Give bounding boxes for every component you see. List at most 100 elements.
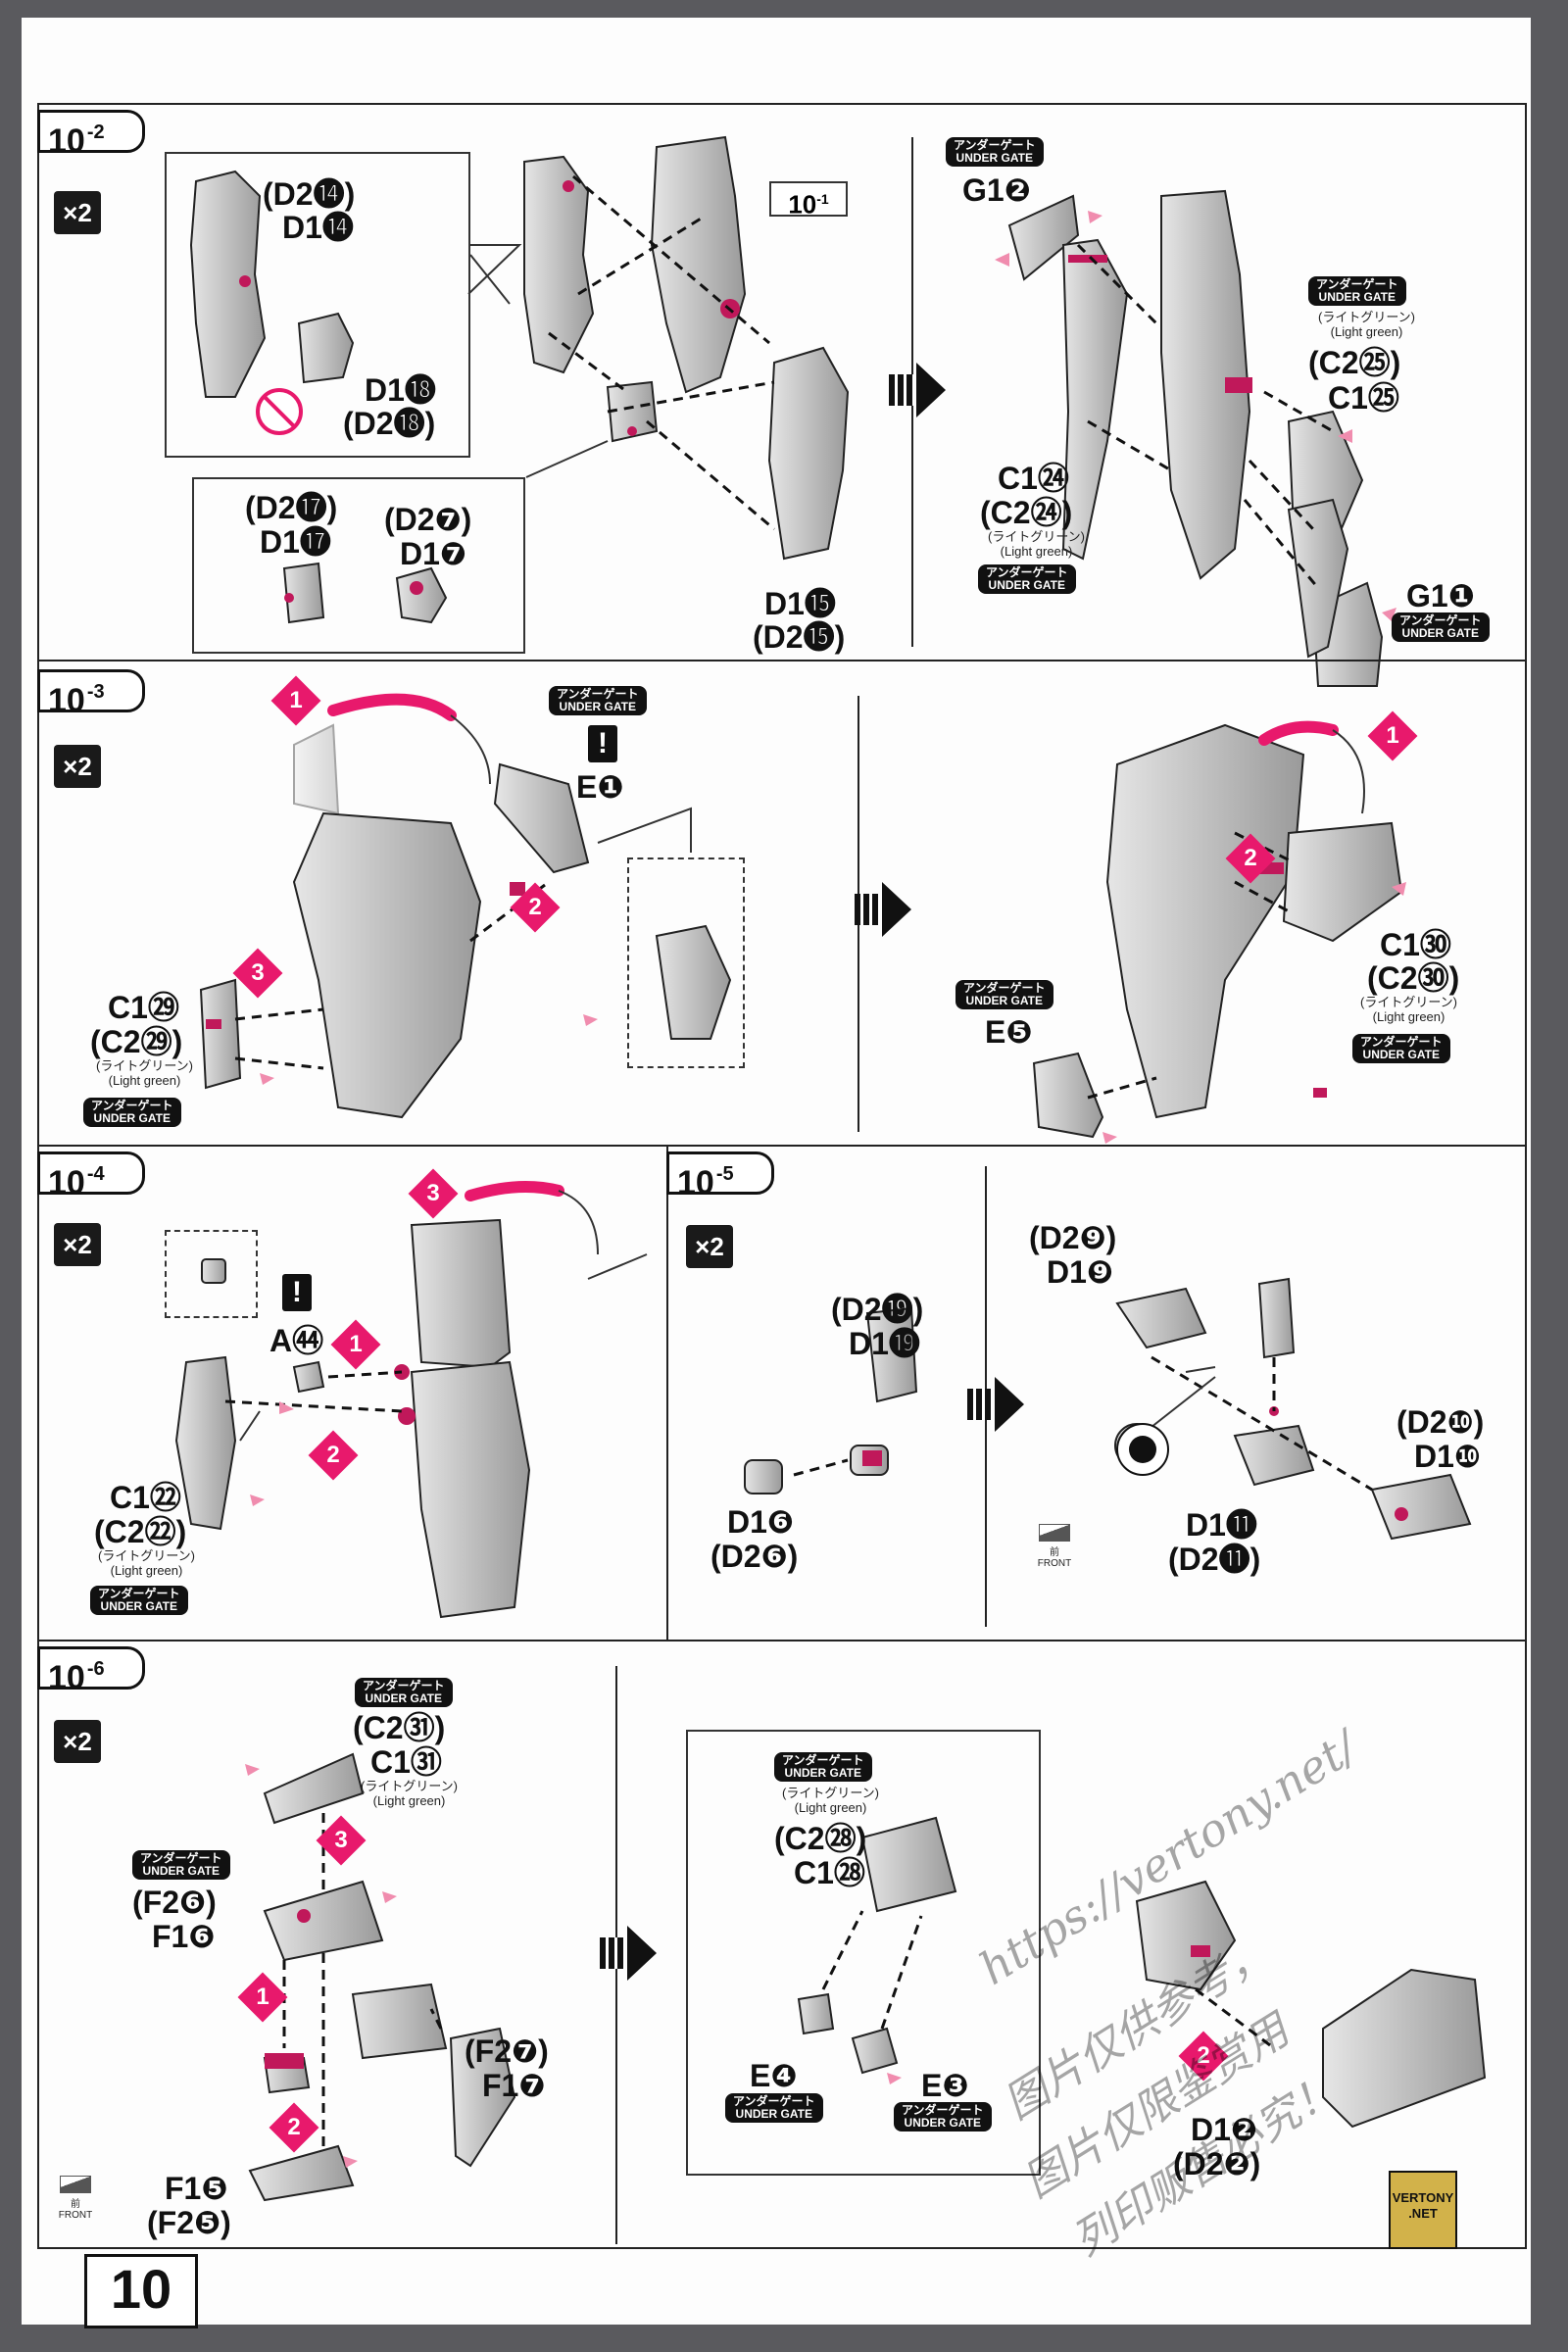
part-label: F1❺ bbox=[165, 2171, 227, 2206]
part-label: D1❻ bbox=[727, 1504, 794, 1540]
step-order-marker: 1 bbox=[1368, 711, 1418, 761]
step-order-marker: 2 bbox=[270, 2103, 319, 2153]
color-note: (ライトグリーン)(Light green) bbox=[96, 1058, 193, 1088]
color-note: (ライトグリーン)(Light green) bbox=[988, 529, 1085, 559]
under-gate-badge: アンダーゲートUNDER GATE bbox=[549, 686, 647, 715]
part-label: (C2㉒) bbox=[94, 1514, 186, 1549]
part-label: (F2❺) bbox=[147, 2205, 231, 2240]
part-label: C1㉙ bbox=[108, 990, 179, 1025]
part-label: D1⓫ bbox=[1186, 1507, 1257, 1543]
quantity-badge: ×2 bbox=[54, 1223, 101, 1266]
part-label: (C2㉘) bbox=[774, 1821, 866, 1856]
part-label: C1㉕ bbox=[1328, 380, 1399, 416]
color-note: (ライトグリーン)(Light green) bbox=[1360, 995, 1457, 1024]
quantity-badge: ×2 bbox=[54, 1720, 101, 1763]
part-label: D1⓯ bbox=[764, 586, 836, 621]
divider-10-4 bbox=[666, 1147, 668, 1642]
quantity-badge: ×2 bbox=[54, 745, 101, 788]
part-label: A㊹ bbox=[270, 1323, 323, 1358]
part-label: (D2❻) bbox=[710, 1539, 798, 1574]
part-label: (D2❿) bbox=[1396, 1404, 1484, 1440]
part-label: C1㉘ bbox=[794, 1855, 865, 1890]
color-note: (ライトグリーン)(Light green) bbox=[361, 1779, 458, 1808]
step-order-marker: 2 bbox=[511, 883, 561, 933]
detail-box-10-2-lower bbox=[192, 477, 525, 654]
part-label: (D2❾) bbox=[1029, 1220, 1116, 1255]
part-label: C1㉚ bbox=[1380, 927, 1451, 962]
part-label: (C2㉙) bbox=[90, 1024, 182, 1059]
part-label: F1❼ bbox=[482, 2068, 545, 2103]
next-arrow-icon bbox=[627, 1926, 657, 1981]
part-label: G1❶ bbox=[1406, 578, 1475, 613]
warning-icon: ! bbox=[282, 1274, 312, 1311]
next-arrow-icon bbox=[995, 1377, 1024, 1432]
part-label: D1⓳ bbox=[849, 1326, 920, 1361]
step-order-marker: 3 bbox=[233, 949, 283, 999]
reference-step-10-1: 10-1 bbox=[769, 181, 848, 217]
step-order-marker: 1 bbox=[331, 1320, 381, 1370]
next-arrow-icon bbox=[882, 882, 911, 937]
part-label: (F2❻) bbox=[132, 1885, 217, 1920]
part-label: E❺ bbox=[985, 1014, 1032, 1050]
color-note: (ライトグリーン)(Light green) bbox=[782, 1786, 879, 1815]
part-label: E❹ bbox=[750, 2058, 797, 2093]
under-gate-badge: アンダーゲートUNDER GATE bbox=[956, 980, 1054, 1009]
color-note: (ライトグリーン)(Light green) bbox=[1318, 310, 1415, 339]
quantity-badge: ×2 bbox=[54, 191, 101, 234]
step-order-marker: 1 bbox=[271, 676, 321, 726]
page-number: 10 bbox=[84, 2254, 198, 2328]
step-header-10-6: 10-6 bbox=[37, 1646, 145, 1690]
part-label: G1❷ bbox=[962, 172, 1031, 208]
detail-box-10-4 bbox=[165, 1230, 258, 1318]
step-order-marker: 2 bbox=[309, 1431, 359, 1481]
step-order-marker: 3 bbox=[317, 1816, 367, 1866]
part-label: (D2❼) bbox=[384, 502, 471, 537]
part-label: (C2㉕) bbox=[1308, 345, 1400, 380]
part-label: D1❿ bbox=[1414, 1439, 1481, 1474]
part-label: D1⓮ bbox=[282, 210, 354, 245]
vertony-logo: VERTONY.NET bbox=[1389, 2171, 1457, 2249]
part-label: C1㉔ bbox=[998, 461, 1069, 496]
part-label: (C2㉛) bbox=[353, 1710, 445, 1745]
part-label: (F2❼) bbox=[465, 2034, 549, 2069]
part-label: C1㉒ bbox=[110, 1480, 181, 1515]
step-header-10-4: 10-4 bbox=[37, 1152, 145, 1195]
next-arrow-icon bbox=[916, 363, 946, 417]
part-label: (D2⓮) bbox=[263, 176, 355, 212]
step-header-10-2: 10-2 bbox=[37, 110, 145, 153]
part-label: (D2⓯) bbox=[753, 619, 845, 655]
step-header-10-3: 10-3 bbox=[37, 669, 145, 712]
part-label: (D2⓫) bbox=[1168, 1542, 1260, 1577]
part-label: D1❼ bbox=[400, 536, 466, 571]
part-label: (D2⓳) bbox=[831, 1292, 923, 1327]
step-header-10-5: 10-5 bbox=[666, 1152, 774, 1195]
warning-icon: ! bbox=[588, 725, 617, 762]
part-label: E❶ bbox=[576, 769, 623, 805]
part-label: (D2⓱) bbox=[245, 490, 337, 525]
color-note: (ライトグリーン)(Light green) bbox=[98, 1548, 195, 1578]
part-label: D1❾ bbox=[1047, 1254, 1113, 1290]
step-order-marker: 3 bbox=[409, 1169, 459, 1219]
part-label: (C2㉚) bbox=[1367, 960, 1459, 996]
panel-10-3 bbox=[37, 662, 1527, 1147]
detail-box-10-3 bbox=[627, 858, 745, 1068]
step-order-marker: 1 bbox=[238, 1973, 288, 2023]
part-label: E❸ bbox=[921, 2068, 968, 2103]
part-label: C1㉛ bbox=[370, 1744, 442, 1780]
part-label: D1⓲ bbox=[365, 372, 436, 408]
step-order-marker: 2 bbox=[1226, 834, 1276, 884]
part-label: D1⓱ bbox=[260, 524, 331, 560]
